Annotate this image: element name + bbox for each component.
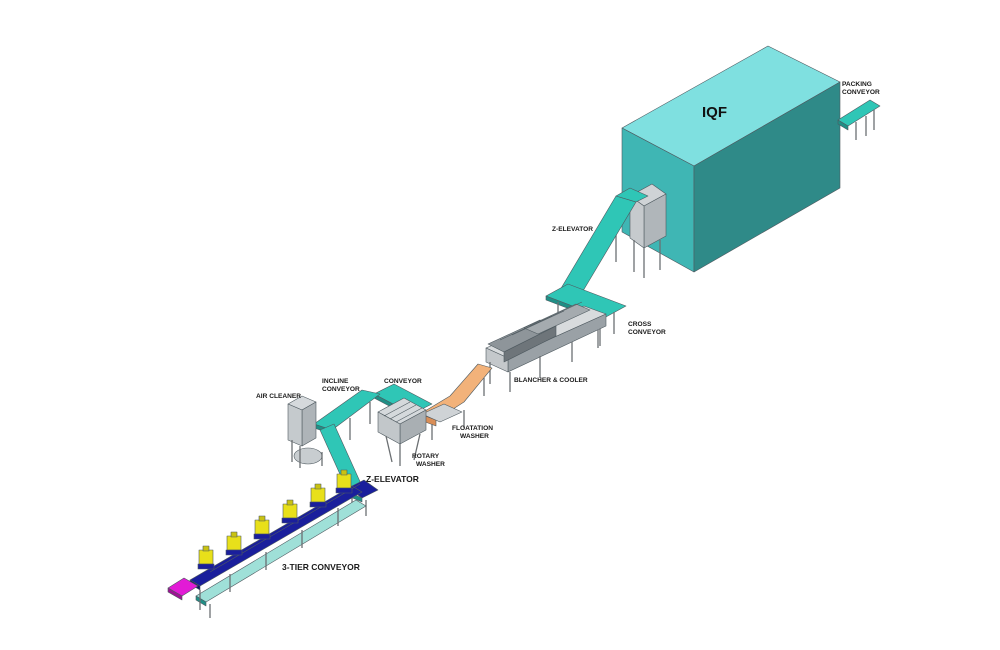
- floatation-washer-label-line1: FLOATATION: [452, 425, 493, 432]
- yellow-bin: [281, 499, 299, 524]
- floatation-washer-label-line2: WASHER: [460, 433, 489, 440]
- z-elevator-top: [559, 183, 667, 301]
- air-cleaner: [287, 395, 323, 468]
- yellow-bin: [253, 515, 271, 540]
- blancher-cooler-label: BLANCHER & COOLER: [514, 377, 588, 384]
- yellow-bin: [335, 469, 353, 494]
- z-elevator-bottom-label: Z-ELEVATOR: [366, 474, 419, 484]
- floatation-washer: [419, 363, 493, 440]
- incline-conveyor-label-line2: CONVEYOR: [322, 386, 360, 393]
- packing-conveyor: [837, 99, 881, 140]
- cross-conveyor-label-line2: CONVEYOR: [628, 329, 666, 336]
- packing-conveyor-label-line2: CONVEYOR: [842, 89, 880, 96]
- yellow-bin: [309, 483, 327, 508]
- three-tier-conveyor: [167, 483, 367, 618]
- three-tier-conveyor-label: 3-TIER CONVEYOR: [282, 562, 360, 572]
- rotary-washer: [377, 397, 427, 466]
- yellow-bin: [225, 531, 243, 556]
- air-cleaner-label: AIR CLEANER: [256, 393, 301, 400]
- iqf-label: IQF: [702, 104, 727, 121]
- conveyor-label: CONVEYOR: [384, 378, 422, 385]
- packing-conveyor-label-line1: PACKING: [842, 81, 872, 88]
- z-elevator-top-label: Z-ELEVATOR: [552, 226, 593, 233]
- rotary-washer-label-line1: ROTARY: [412, 453, 440, 460]
- rotary-washer-label-line2: WASHER: [416, 461, 445, 468]
- cross-conveyor-label-line1: CROSS: [628, 321, 652, 328]
- yellow-bin: [197, 545, 215, 570]
- incline-conveyor-label-line1: INCLINE: [322, 378, 349, 385]
- blancher-cooler: [485, 301, 607, 392]
- incline-conveyor: [313, 389, 381, 452]
- yellow-bins: [197, 469, 353, 570]
